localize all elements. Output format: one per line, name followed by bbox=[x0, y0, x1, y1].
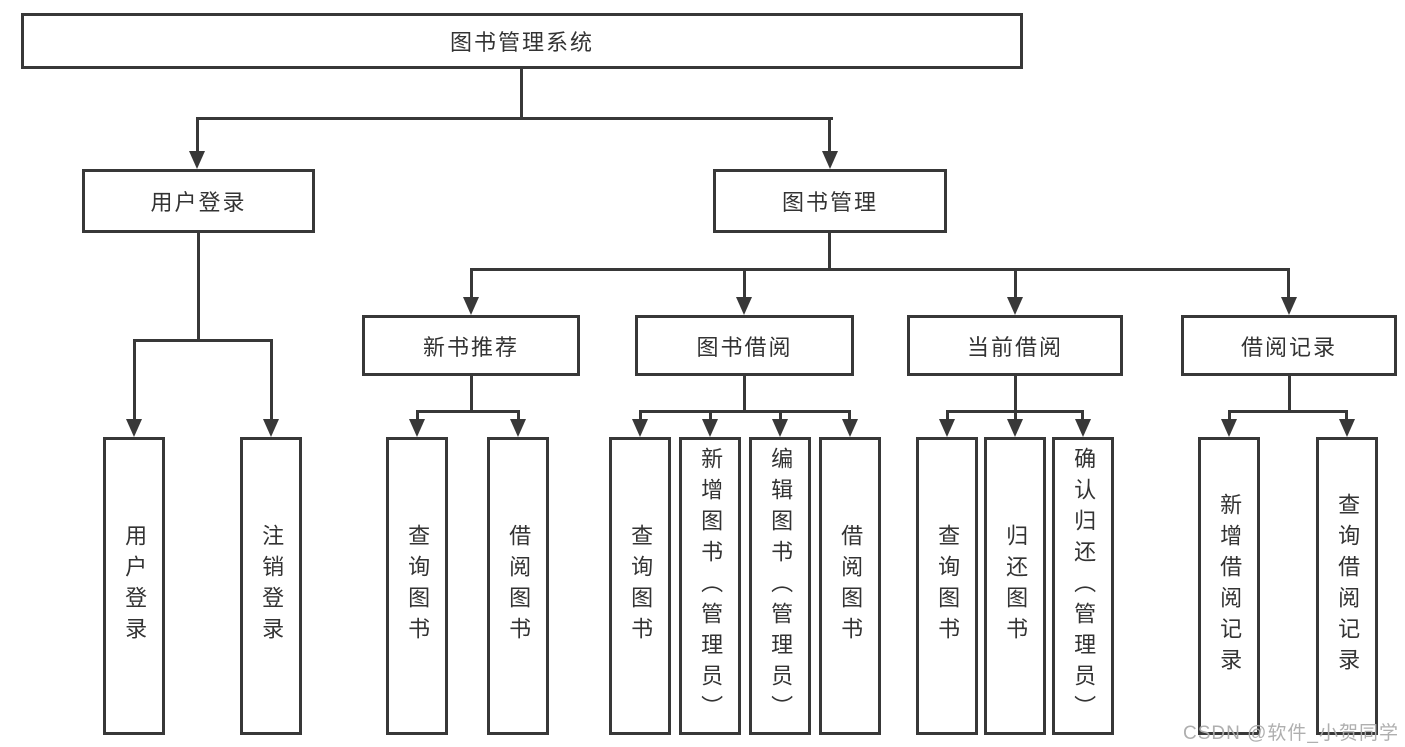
connector-line bbox=[470, 268, 1290, 271]
connector-line bbox=[1228, 410, 1231, 422]
connector-line bbox=[848, 410, 851, 422]
connector-line bbox=[1345, 410, 1348, 422]
connector-line bbox=[639, 410, 851, 413]
connector-line bbox=[416, 410, 520, 413]
leaf-label: 用户登录 bbox=[122, 524, 148, 648]
node-book-management-system: 图书管理系统 bbox=[21, 13, 1023, 69]
node-book-management: 图书管理 bbox=[713, 169, 947, 233]
connector-line bbox=[779, 410, 782, 422]
connector-line bbox=[1014, 410, 1017, 422]
arrowhead-down-icon bbox=[189, 151, 205, 169]
connector-line bbox=[743, 268, 746, 300]
arrowhead-down-icon bbox=[1339, 419, 1355, 437]
connector-line bbox=[520, 69, 523, 120]
node-book-borrowing: 图书借阅 bbox=[635, 315, 854, 376]
connector-line bbox=[1014, 268, 1017, 300]
connector-line bbox=[1287, 268, 1290, 300]
arrowhead-down-icon bbox=[1075, 419, 1091, 437]
connector-line bbox=[709, 410, 712, 422]
node-leaf-return-books: 归还图书 bbox=[984, 437, 1046, 735]
arrowhead-down-icon bbox=[463, 297, 479, 315]
connector-line bbox=[639, 410, 642, 422]
node-leaf-borrow-books: 借阅图书 bbox=[819, 437, 881, 735]
arrowhead-down-icon bbox=[939, 419, 955, 437]
leaf-label: 新增图书（管理员） bbox=[698, 446, 724, 726]
leaf-label: 借阅图书 bbox=[506, 524, 532, 648]
node-leaf-add-borrow-record: 新增借阅记录 bbox=[1198, 437, 1260, 735]
leaf-label: 新增借阅记录 bbox=[1217, 493, 1243, 679]
arrowhead-down-icon bbox=[510, 419, 526, 437]
node-new-book-recommend: 新书推荐 bbox=[362, 315, 580, 376]
node-leaf-query-books-recommend: 查询图书 bbox=[386, 437, 448, 735]
connector-line bbox=[133, 339, 136, 423]
connector-line bbox=[196, 117, 199, 155]
connector-line bbox=[197, 233, 200, 342]
node-leaf-query-books-current: 查询图书 bbox=[916, 437, 978, 735]
connector-line bbox=[196, 117, 833, 120]
node-leaf-query-borrow-record: 查询借阅记录 bbox=[1316, 437, 1378, 735]
leaf-label: 归还图书 bbox=[1003, 524, 1029, 648]
connector-line bbox=[1081, 410, 1084, 422]
node-borrowing-records: 借阅记录 bbox=[1181, 315, 1397, 376]
node-leaf-query-books-borrowing: 查询图书 bbox=[609, 437, 671, 735]
arrowhead-down-icon bbox=[1007, 297, 1023, 315]
leaf-label: 编辑图书（管理员） bbox=[768, 446, 794, 726]
node-user-login: 用户登录 bbox=[82, 169, 315, 233]
node-current-borrowing: 当前借阅 bbox=[907, 315, 1123, 376]
leaf-label: 确认归还（管理员） bbox=[1071, 446, 1097, 726]
leaf-label: 查询图书 bbox=[628, 524, 654, 648]
arrowhead-down-icon bbox=[842, 419, 858, 437]
arrowhead-down-icon bbox=[632, 419, 648, 437]
connector-line bbox=[743, 376, 746, 413]
node-leaf-edit-books-admin: 编辑图书（管理员） bbox=[749, 437, 811, 735]
arrowhead-down-icon bbox=[772, 419, 788, 437]
arrowhead-down-icon bbox=[126, 419, 142, 437]
node-leaf-user-login: 用户登录 bbox=[103, 437, 165, 735]
arrowhead-down-icon bbox=[1221, 419, 1237, 437]
connector-line bbox=[1288, 376, 1291, 413]
watermark: CSDN @软件_小贺同学 bbox=[1183, 723, 1399, 744]
node-leaf-borrow-books-recommend: 借阅图书 bbox=[487, 437, 549, 735]
arrowhead-down-icon bbox=[263, 419, 279, 437]
leaf-label: 注销登录 bbox=[259, 524, 285, 648]
connector-line bbox=[517, 410, 520, 422]
connector-line bbox=[828, 117, 831, 155]
connector-line bbox=[470, 268, 473, 300]
leaf-label: 借阅图书 bbox=[838, 524, 864, 648]
node-leaf-confirm-return-admin: 确认归还（管理员） bbox=[1052, 437, 1114, 735]
connector-line bbox=[1228, 410, 1348, 413]
leaf-label: 查询图书 bbox=[935, 524, 961, 648]
connector-line bbox=[1014, 376, 1017, 413]
connector-line bbox=[470, 376, 473, 413]
arrowhead-down-icon bbox=[1007, 419, 1023, 437]
leaf-label: 查询图书 bbox=[405, 524, 431, 648]
leaf-label: 查询借阅记录 bbox=[1335, 493, 1361, 679]
arrowhead-down-icon bbox=[702, 419, 718, 437]
connector-line bbox=[133, 339, 273, 342]
connector-line bbox=[946, 410, 949, 422]
connector-line bbox=[828, 233, 831, 271]
node-leaf-logout: 注销登录 bbox=[240, 437, 302, 735]
connector-line bbox=[270, 339, 273, 423]
connector-line bbox=[416, 410, 419, 422]
arrowhead-down-icon bbox=[409, 419, 425, 437]
node-leaf-add-books-admin: 新增图书（管理员） bbox=[679, 437, 741, 735]
arrowhead-down-icon bbox=[1281, 297, 1297, 315]
arrowhead-down-icon bbox=[822, 151, 838, 169]
arrowhead-down-icon bbox=[736, 297, 752, 315]
